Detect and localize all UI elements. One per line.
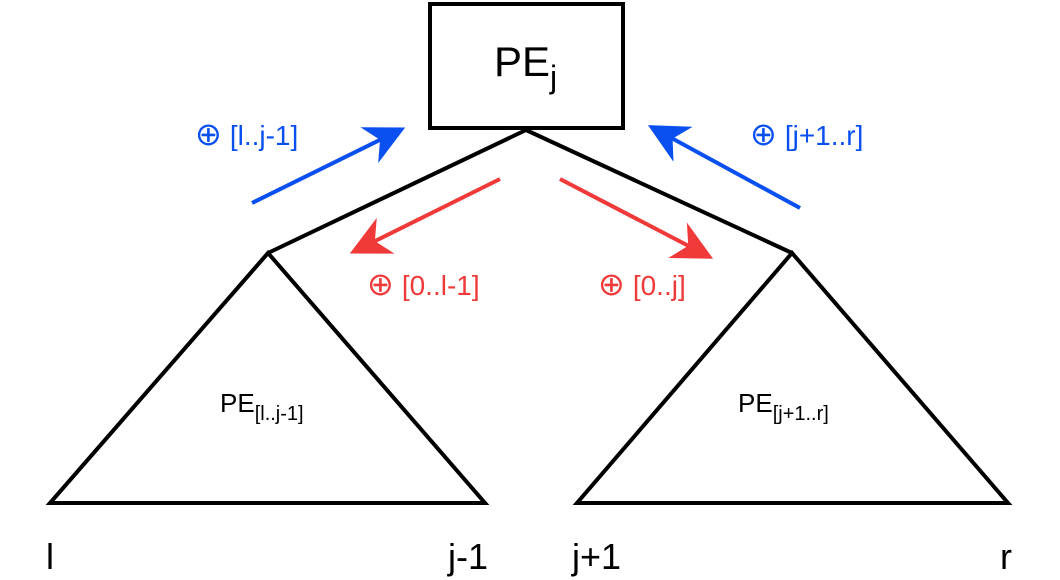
oplus-icon: ⊕ [367,266,394,302]
edge-root-left [267,128,527,255]
leaf-label-r: r [1000,536,1012,577]
right-subtree-main: PE [738,388,773,418]
left-subtree-label: PE[l..j-1] [220,388,304,425]
left-subtree-main: PE [220,388,255,418]
root-sub: j [549,59,557,95]
up-right-arrow [647,125,801,210]
down-left-label: ⊕[0..l-1] [367,266,480,302]
right-subtree-sub: [j+1..r] [773,403,829,425]
oplus-icon: ⊕ [750,116,777,152]
oplus-icon: ⊕ [598,266,625,302]
up-left-arrow [251,127,406,205]
leaf-label-j-plus-1: j+1 [571,536,621,577]
left-subtree-sub: [l..j-1] [255,403,304,425]
right-subtree-triangle [572,249,1013,505]
left-subtree-triangle [45,249,490,505]
oplus-icon: ⊕ [195,116,222,152]
right-subtree-label: PE[j+1..r] [738,388,829,425]
leaf-label-l: l [46,536,54,577]
down-right-arrow [559,177,714,259]
up-right-label: ⊕[j+1..r] [750,116,863,152]
root-node-box [428,2,625,130]
down-left-arrow [349,177,501,254]
edge-root-right [525,128,793,255]
leaf-label-j-minus-1: j-1 [447,536,488,577]
up-left-label: ⊕[l..j-1] [195,116,298,152]
root-node-label: PEj [494,38,557,95]
down-right-label: ⊕[0..j] [598,266,686,302]
root-main: PE [494,38,550,85]
